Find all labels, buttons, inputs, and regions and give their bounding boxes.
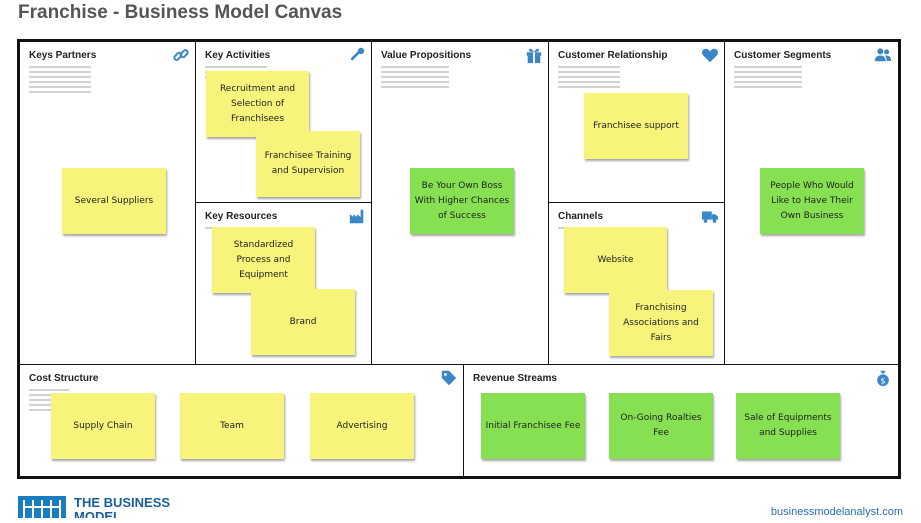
wrench-icon (350, 47, 365, 61)
link-icon (173, 49, 189, 61)
business-model-canvas: Keys Partners Several Suppliers Key Acti… (17, 39, 901, 479)
key-resources-box: Key Resources Standardized Process and E… (195, 202, 373, 366)
sticky-note: Team (180, 393, 284, 459)
revenue-streams-label: Revenue Streams (473, 373, 557, 384)
sticky-note: Franchisee support (584, 93, 688, 159)
sticky-note: Franchising Associations and Fairs (609, 290, 713, 356)
brand-name: THE BUSINESS MODEL ANALYST (74, 496, 171, 518)
sticky-note: Advertising (310, 393, 414, 459)
sticky-note: Be Your Own Boss With Higher Chances of … (410, 168, 514, 234)
sticky-note: Franchisee Training and Supervision (256, 131, 360, 197)
value-propositions-label: Value Propositions (381, 50, 472, 61)
revenue-streams-box: Revenue Streams $ Initial Franchisee Fee… (463, 364, 899, 477)
sticky-note: Brand (251, 289, 355, 355)
sticky-note: Recruitment and Selection of Franchisees (206, 71, 309, 137)
sticky-note: Sale of Equipments and Supplies (736, 393, 840, 459)
sticky-note: On-Going Roalties Fee (609, 393, 713, 459)
placeholder-lines (29, 66, 91, 96)
placeholder-lines (734, 66, 802, 91)
svg-text:$: $ (880, 375, 885, 385)
channels-label: Channels (558, 211, 604, 222)
channels-box: Channels Website Franchising Association… (548, 202, 726, 366)
placeholder-lines (558, 66, 620, 91)
users-icon (874, 48, 892, 62)
money-bag-icon: $ (877, 370, 889, 387)
placeholder-lines (29, 389, 69, 414)
brand-logo-icon (18, 496, 66, 518)
sticky-note: Several Suppliers (62, 168, 166, 234)
sticky-note: Website (564, 227, 667, 293)
key-activities-box: Key Activities Recruitment and Selection… (195, 41, 373, 204)
value-propositions-box: Value Propositions Be Your Own Boss With… (371, 41, 550, 366)
factory-icon (349, 209, 364, 224)
customer-segments-label: Customer Segments (734, 50, 832, 61)
key-resources-label: Key Resources (205, 211, 278, 222)
tag-icon (441, 370, 457, 386)
customer-relationship-label: Customer Relationship (558, 50, 668, 61)
truck-icon (701, 211, 719, 223)
key-partners-label: Keys Partners (29, 50, 97, 61)
customer-relationship-box: Customer Relationship Franchisee support (548, 41, 726, 204)
cost-structure-box: Cost Structure Supply Chain Team Adverti… (19, 364, 465, 477)
website-link[interactable]: businessmodelanalyst.com (770, 506, 903, 518)
key-partners-box: Keys Partners Several Suppliers (19, 41, 197, 366)
sticky-note: Standardized Process and Equipment (212, 227, 315, 293)
gift-icon (526, 48, 542, 64)
brand-logo: THE BUSINESS MODEL ANALYST (18, 496, 184, 518)
heart-icon (702, 48, 718, 63)
placeholder-lines (381, 66, 449, 91)
key-activities-label: Key Activities (205, 50, 271, 61)
sticky-note: People Who Would Like to Have Their Own … (760, 168, 864, 234)
page-title: Franchise - Business Model Canvas (18, 2, 343, 23)
cost-structure-label: Cost Structure (29, 373, 99, 384)
customer-segments-box: Customer Segments People Who Would Like … (724, 41, 899, 366)
sticky-note: Supply Chain (51, 393, 155, 459)
sticky-note: Initial Franchisee Fee (481, 393, 585, 459)
